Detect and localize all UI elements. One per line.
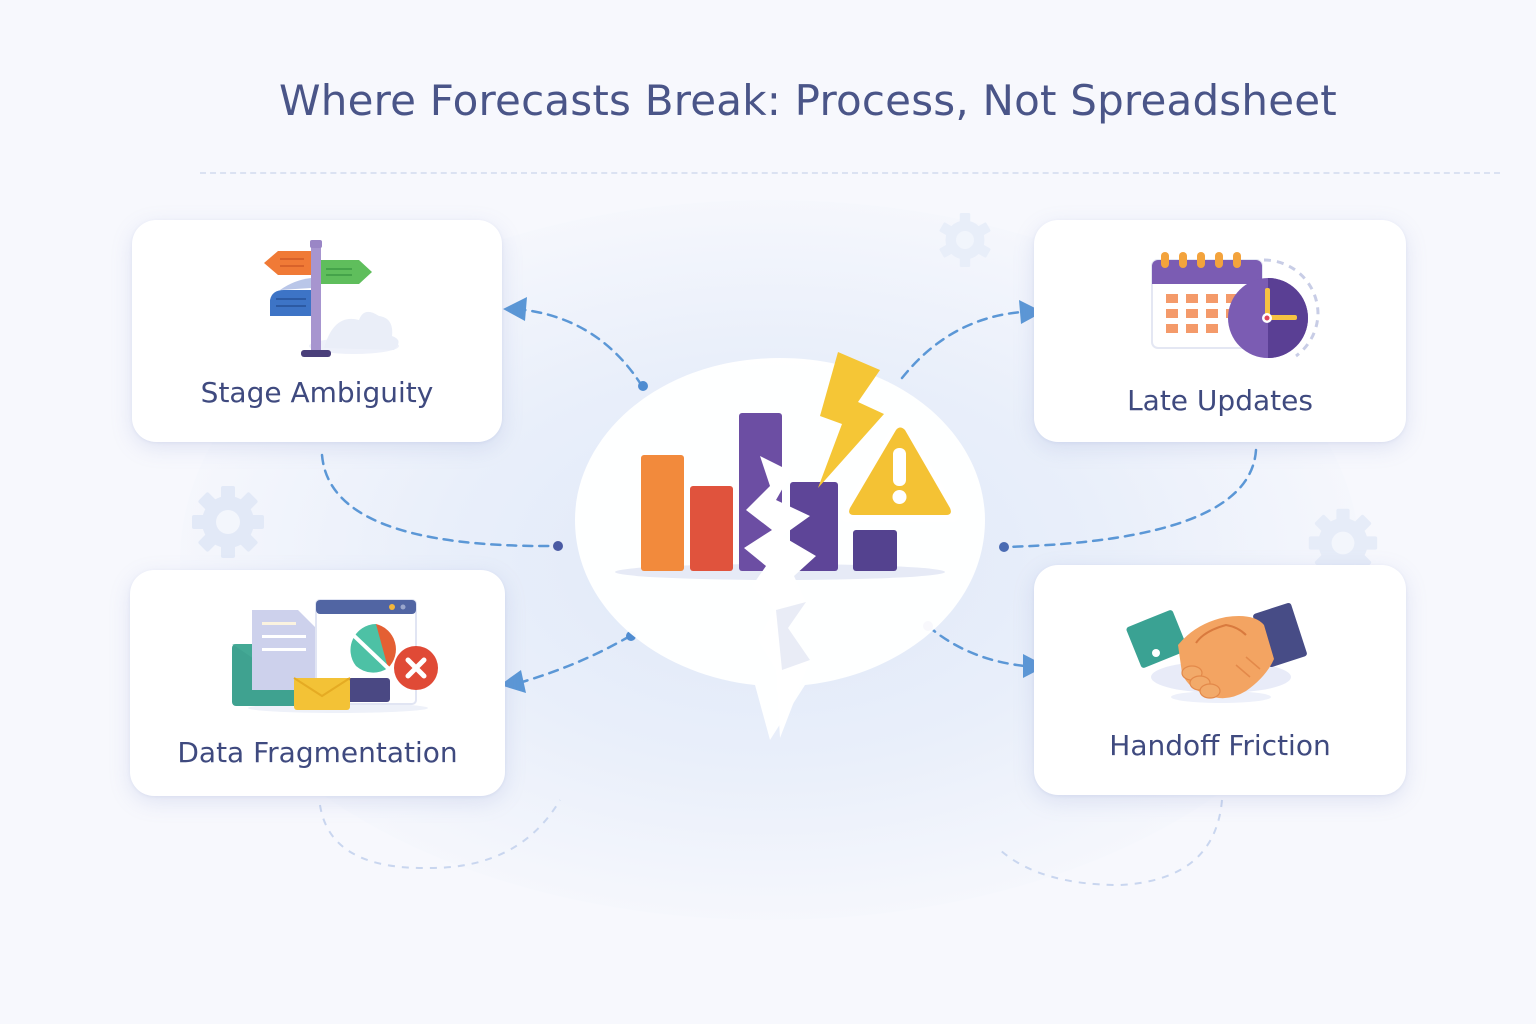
- card-label: Data Fragmentation: [177, 736, 458, 769]
- broken-bar-chart-speech-bubble-icon: [575, 352, 985, 740]
- card-label: Handoff Friction: [1109, 729, 1331, 762]
- card-stage-ambiguity[interactable]: Stage Ambiguity: [132, 220, 502, 442]
- card-late-updates[interactable]: Late Updates: [1034, 220, 1406, 442]
- connector-dot: [553, 541, 563, 551]
- gear-icon: [939, 213, 991, 267]
- broken-chart-bubble: [570, 340, 990, 750]
- connector-dot: [638, 381, 648, 391]
- connector-dot: [999, 542, 1009, 552]
- page-title: Where Forecasts Break: Process, Not Spre…: [279, 76, 1337, 125]
- scattered-documents-icon: [228, 592, 448, 722]
- title-divider: [200, 172, 1500, 174]
- arrow-right-icon: [1019, 300, 1043, 324]
- calendar-clock-icon: [1146, 246, 1326, 364]
- signpost-icon: [254, 238, 404, 363]
- arrow-left-icon: [500, 670, 526, 693]
- card-label: Late Updates: [1127, 384, 1313, 417]
- gear-icon: [192, 486, 264, 558]
- card-data-fragmentation[interactable]: Data Fragmentation: [130, 570, 505, 796]
- card-label: Stage Ambiguity: [200, 376, 434, 409]
- arrow-left-icon: [503, 297, 527, 321]
- card-handoff-friction[interactable]: Handoff Friction: [1034, 565, 1406, 795]
- warning-triangle-icon: [840, 419, 960, 522]
- lightning-bolt-icon: [818, 352, 884, 488]
- handshake-icon: [1126, 595, 1316, 715]
